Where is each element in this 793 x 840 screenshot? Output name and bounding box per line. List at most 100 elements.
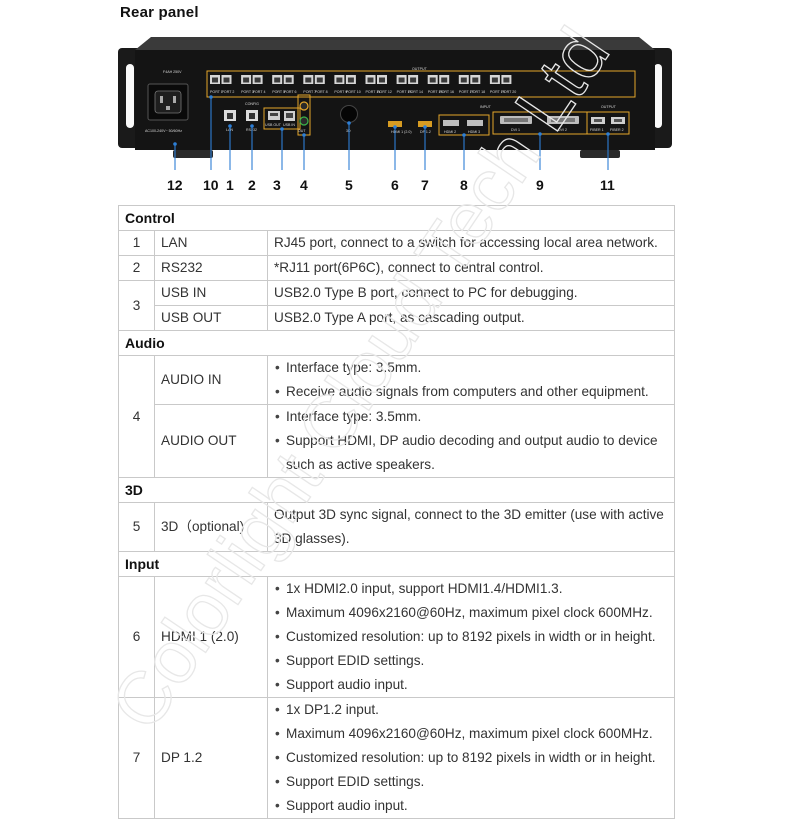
output-port-label: PORT 6 <box>284 90 297 94</box>
output-port: PORT 3 <box>241 75 254 94</box>
output-port-label: PORT 14 <box>408 90 423 94</box>
callout-12: 12 <box>167 177 183 193</box>
bullet-item: Support EDID settings. <box>274 649 668 673</box>
output-port-label: PORT 15 <box>428 90 443 94</box>
output-port-label: PORT 18 <box>470 90 485 94</box>
callout-3: 3 <box>273 177 281 193</box>
callout-8: 8 <box>460 177 468 193</box>
bullet-item: Customized resolution: up to 8192 pixels… <box>274 746 668 770</box>
section-input: Input <box>118 551 675 577</box>
output-port: PORT 10 <box>345 75 361 94</box>
spec-table: Control 1 LAN RJ45 port, connect to a sw… <box>118 205 675 819</box>
output-port-label: PORT 19 <box>490 90 505 94</box>
output-port-label: PORT 1 <box>210 90 223 94</box>
output-port: PORT 6 <box>283 75 297 94</box>
row-name: LAN <box>154 230 268 256</box>
fiber2-connector <box>611 117 625 124</box>
output-port-label: PORT 17 <box>459 90 474 94</box>
output-port: PORT 18 <box>470 75 485 94</box>
bullet-item: Support audio input. <box>274 794 668 818</box>
power-label: AC100-240V~ 50/60Hz <box>145 129 182 133</box>
callout-4: 4 <box>300 177 308 193</box>
output-port: PORT 7 <box>303 75 316 94</box>
callout-11: 11 <box>600 177 615 193</box>
usb-in-port <box>284 111 295 121</box>
row-number: 2 <box>118 255 155 281</box>
fiber2-label: FIBER 2 <box>610 128 624 132</box>
three-d-connector <box>340 105 358 123</box>
output-port: PORT 1 <box>210 75 223 94</box>
output-port-label: PORT 9 <box>334 90 347 94</box>
dvi2-connector <box>547 116 579 124</box>
rs232-port <box>246 110 258 121</box>
output-port: PORT 9 <box>334 75 347 94</box>
bullet-item: Support audio input. <box>274 673 668 697</box>
usb-out-label: USB OUT <box>265 123 282 127</box>
hdmi3-connector <box>467 120 483 126</box>
chassis-top <box>135 37 655 50</box>
fiber1-connector <box>591 117 605 124</box>
bullet-item: 1x HDMI2.0 input, support HDMI1.4/HDMI1.… <box>274 577 668 601</box>
output-port-label: PORT 16 <box>439 90 454 94</box>
output-port-label: PORT 4 <box>253 90 266 94</box>
bullet-item: Interface type: 3.5mm. <box>274 405 668 429</box>
row-number: 1 <box>118 230 155 256</box>
row-name: DP 1.2 <box>154 697 268 819</box>
hdmi1-label: HDMI 1 (2.0) <box>391 130 412 134</box>
audio-out-jack <box>299 116 309 126</box>
usb-out-port <box>268 111 280 120</box>
row-name: 3D（optional) <box>154 502 268 552</box>
output-port: PORT 5 <box>272 75 285 94</box>
table-row: 4 AUDIO IN Interface type: 3.5mm. Receiv… <box>118 355 675 478</box>
row-description: Interface type: 3.5mm. Support HDMI, DP … <box>267 404 675 478</box>
row-name: USB OUT <box>154 305 268 331</box>
section-3d: 3D <box>118 477 675 503</box>
bullet-item: Maximum 4096x2160@60Hz, maximum pixel cl… <box>274 722 668 746</box>
table-row: 2 RS232 *RJ11 port(6P6C), connect to cen… <box>118 255 675 281</box>
bullet-item: Maximum 4096x2160@60Hz, maximum pixel cl… <box>274 601 668 625</box>
output-port: PORT 12 <box>377 75 392 94</box>
output-port-label: PORT 11 <box>366 90 381 94</box>
output-port-label: PORT 7 <box>303 90 316 94</box>
audio-in-jack <box>299 101 309 111</box>
callout-2: 2 <box>248 177 256 193</box>
dvi2-label: DVI 2 <box>558 128 567 132</box>
output-port-label: PORT 2 <box>222 90 235 94</box>
table-row: 3 USB IN USB2.0 Type B port, connect to … <box>118 280 675 331</box>
output-port: PORT 8 <box>314 75 328 94</box>
row-description: *RJ11 port(6P6C), connect to central con… <box>267 255 675 281</box>
row-name: AUDIO OUT <box>154 404 268 478</box>
table-row: 1 LAN RJ45 port, connect to a switch for… <box>118 230 675 256</box>
output-label: OUTPUT <box>412 67 428 71</box>
row-number: 4 <box>118 355 155 478</box>
bullet-item: Customized resolution: up to 8192 pixels… <box>274 625 668 649</box>
fiber1-label: FIBER 1 <box>590 128 604 132</box>
row-description: RJ45 port, connect to a switch for acces… <box>267 230 675 256</box>
output-group-frame <box>206 70 636 98</box>
input-label: INPUT <box>480 105 492 109</box>
section-control: Control <box>118 205 675 231</box>
audio-out-label: OUT <box>298 129 306 133</box>
power-socket <box>147 83 189 121</box>
config-label: CONFIG <box>245 102 259 106</box>
callout-1: 1 <box>226 177 234 193</box>
table-row: 6 HDMI 1 (2.0) 1x HDMI2.0 input, support… <box>118 576 675 698</box>
table-row: 5 3D（optional) Output 3D sync signal, co… <box>118 502 675 552</box>
output-port: PORT 2 <box>221 75 235 94</box>
fuse-label: F4AH 250V <box>163 70 182 74</box>
output-port: PORT 16 <box>439 75 454 94</box>
output-port-label: PORT 5 <box>272 90 285 94</box>
row-name: AUDIO IN <box>154 355 268 405</box>
callout-5: 5 <box>345 177 353 193</box>
output-port-label: PORT 12 <box>377 90 392 94</box>
hdmi2-connector <box>443 120 459 126</box>
table-row: AUDIO OUT Interface type: 3.5mm. Support… <box>119 404 675 478</box>
row-number: 3 <box>118 280 155 331</box>
lan-port <box>224 110 236 121</box>
row-description: 1x DP1.2 input. Maximum 4096x2160@60Hz, … <box>267 697 675 819</box>
dvi1-label: DVI 1 <box>511 128 520 132</box>
callout-10: 10 <box>203 177 219 193</box>
hdmi2-label: HDMI 2 <box>444 130 456 134</box>
output-port: PORT 14 <box>408 75 423 94</box>
output-port: PORT 20 <box>501 75 516 94</box>
